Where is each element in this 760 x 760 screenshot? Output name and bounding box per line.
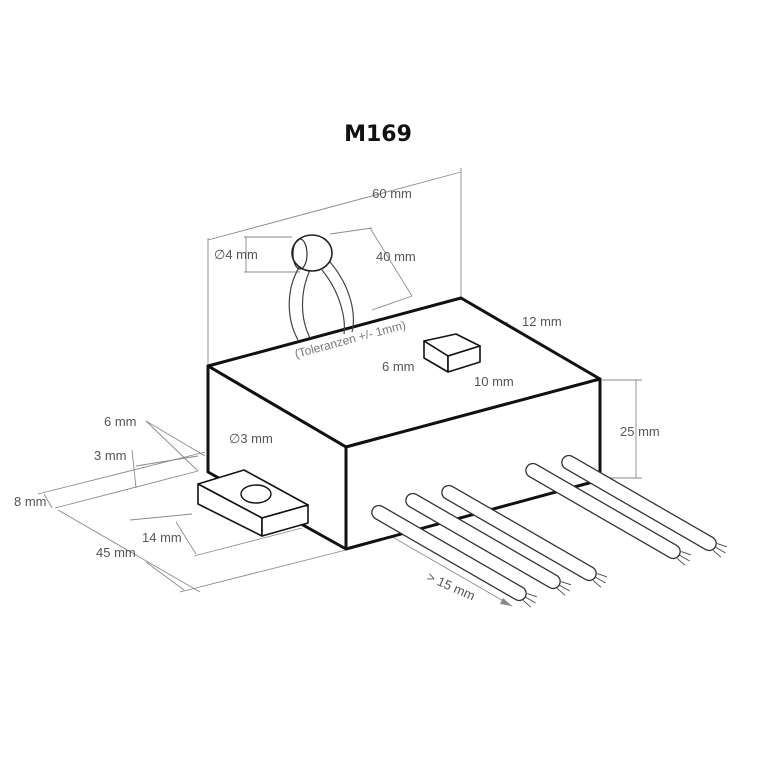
label-tab-thickness: 3 mm [94, 448, 127, 463]
label-depth: 45 mm [96, 545, 136, 560]
wire [525, 462, 692, 566]
label-wire-length: > 15 mm [425, 569, 478, 603]
label-width: 60 mm [372, 186, 412, 201]
label-lead-length: 40 mm [376, 249, 416, 264]
mounting-tab [197, 469, 309, 537]
label-button-height: 6 mm [382, 359, 415, 374]
label-hole-diameter: ∅3 mm [229, 431, 273, 446]
label-tab-width: 6 mm [104, 414, 137, 429]
push-button [423, 333, 481, 373]
led-with-leads [288, 234, 354, 341]
wire [371, 504, 538, 608]
wire [561, 454, 728, 558]
wire-group [371, 454, 728, 608]
mounting-hole [240, 484, 272, 504]
led-body [291, 234, 333, 272]
wire [405, 492, 572, 596]
wire [441, 484, 608, 588]
label-button-width: 10 mm [474, 374, 514, 389]
label-tab-offset: 8 mm [14, 494, 47, 509]
label-tab-length: 14 mm [142, 530, 182, 545]
diagram-title: M169 [344, 122, 412, 147]
label-button-length: 12 mm [522, 314, 562, 329]
label-led-diameter: ∅4 mm [214, 247, 258, 262]
label-height: 25 mm [620, 424, 660, 439]
